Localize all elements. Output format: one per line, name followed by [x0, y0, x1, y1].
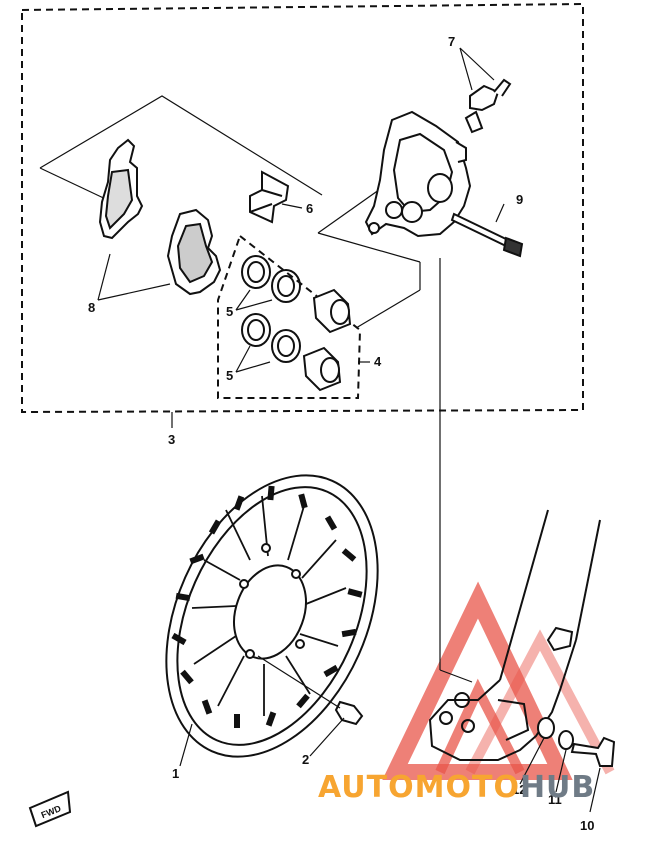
- axle-bolt-parts: [537, 717, 616, 767]
- pad-pin: [450, 212, 524, 258]
- callout-11: 11: [548, 792, 562, 807]
- callout-10: 10: [580, 818, 594, 833]
- caliper-pistons: [302, 288, 352, 392]
- callout-1: 1: [172, 766, 179, 781]
- callout-numbers: 7 6 9 8 5 5 4 3 1 2 12 11 10: [88, 34, 594, 833]
- callout-8: 8: [88, 300, 95, 315]
- watermark-part2: HUB: [519, 770, 596, 805]
- callout-12: 12: [512, 782, 526, 797]
- bleed-screw: [464, 78, 512, 134]
- callout-9: 9: [516, 192, 523, 207]
- disc-bolt: [257, 655, 364, 726]
- callout-5-upper: 5: [226, 304, 233, 319]
- watermark-logo: [382, 581, 615, 780]
- callout-5-lower: 5: [226, 368, 233, 383]
- leader-lines: [39, 95, 473, 683]
- caliper-body: [364, 110, 472, 238]
- callout-6: 6: [306, 201, 313, 216]
- callout-4: 4: [374, 354, 382, 369]
- brake-pad-left: [98, 138, 144, 240]
- fwd-arrow: FWD: [28, 790, 72, 828]
- callout-7: 7: [448, 34, 455, 49]
- front-fork: [428, 509, 601, 761]
- watermark-part1: AUTOMOTO: [318, 770, 520, 805]
- brake-disc: [165, 474, 379, 758]
- caliper-assembly-box: [21, 2, 584, 414]
- piston-seals: [241, 255, 301, 363]
- brake-pad-right: [166, 208, 222, 296]
- callout-leaders: [97, 47, 601, 813]
- callout-2: 2: [302, 752, 309, 767]
- watermark-text: AUTOMOTOHUB: [318, 770, 595, 805]
- pad-spring-clip: [249, 170, 290, 224]
- callout-3: 3: [168, 432, 175, 447]
